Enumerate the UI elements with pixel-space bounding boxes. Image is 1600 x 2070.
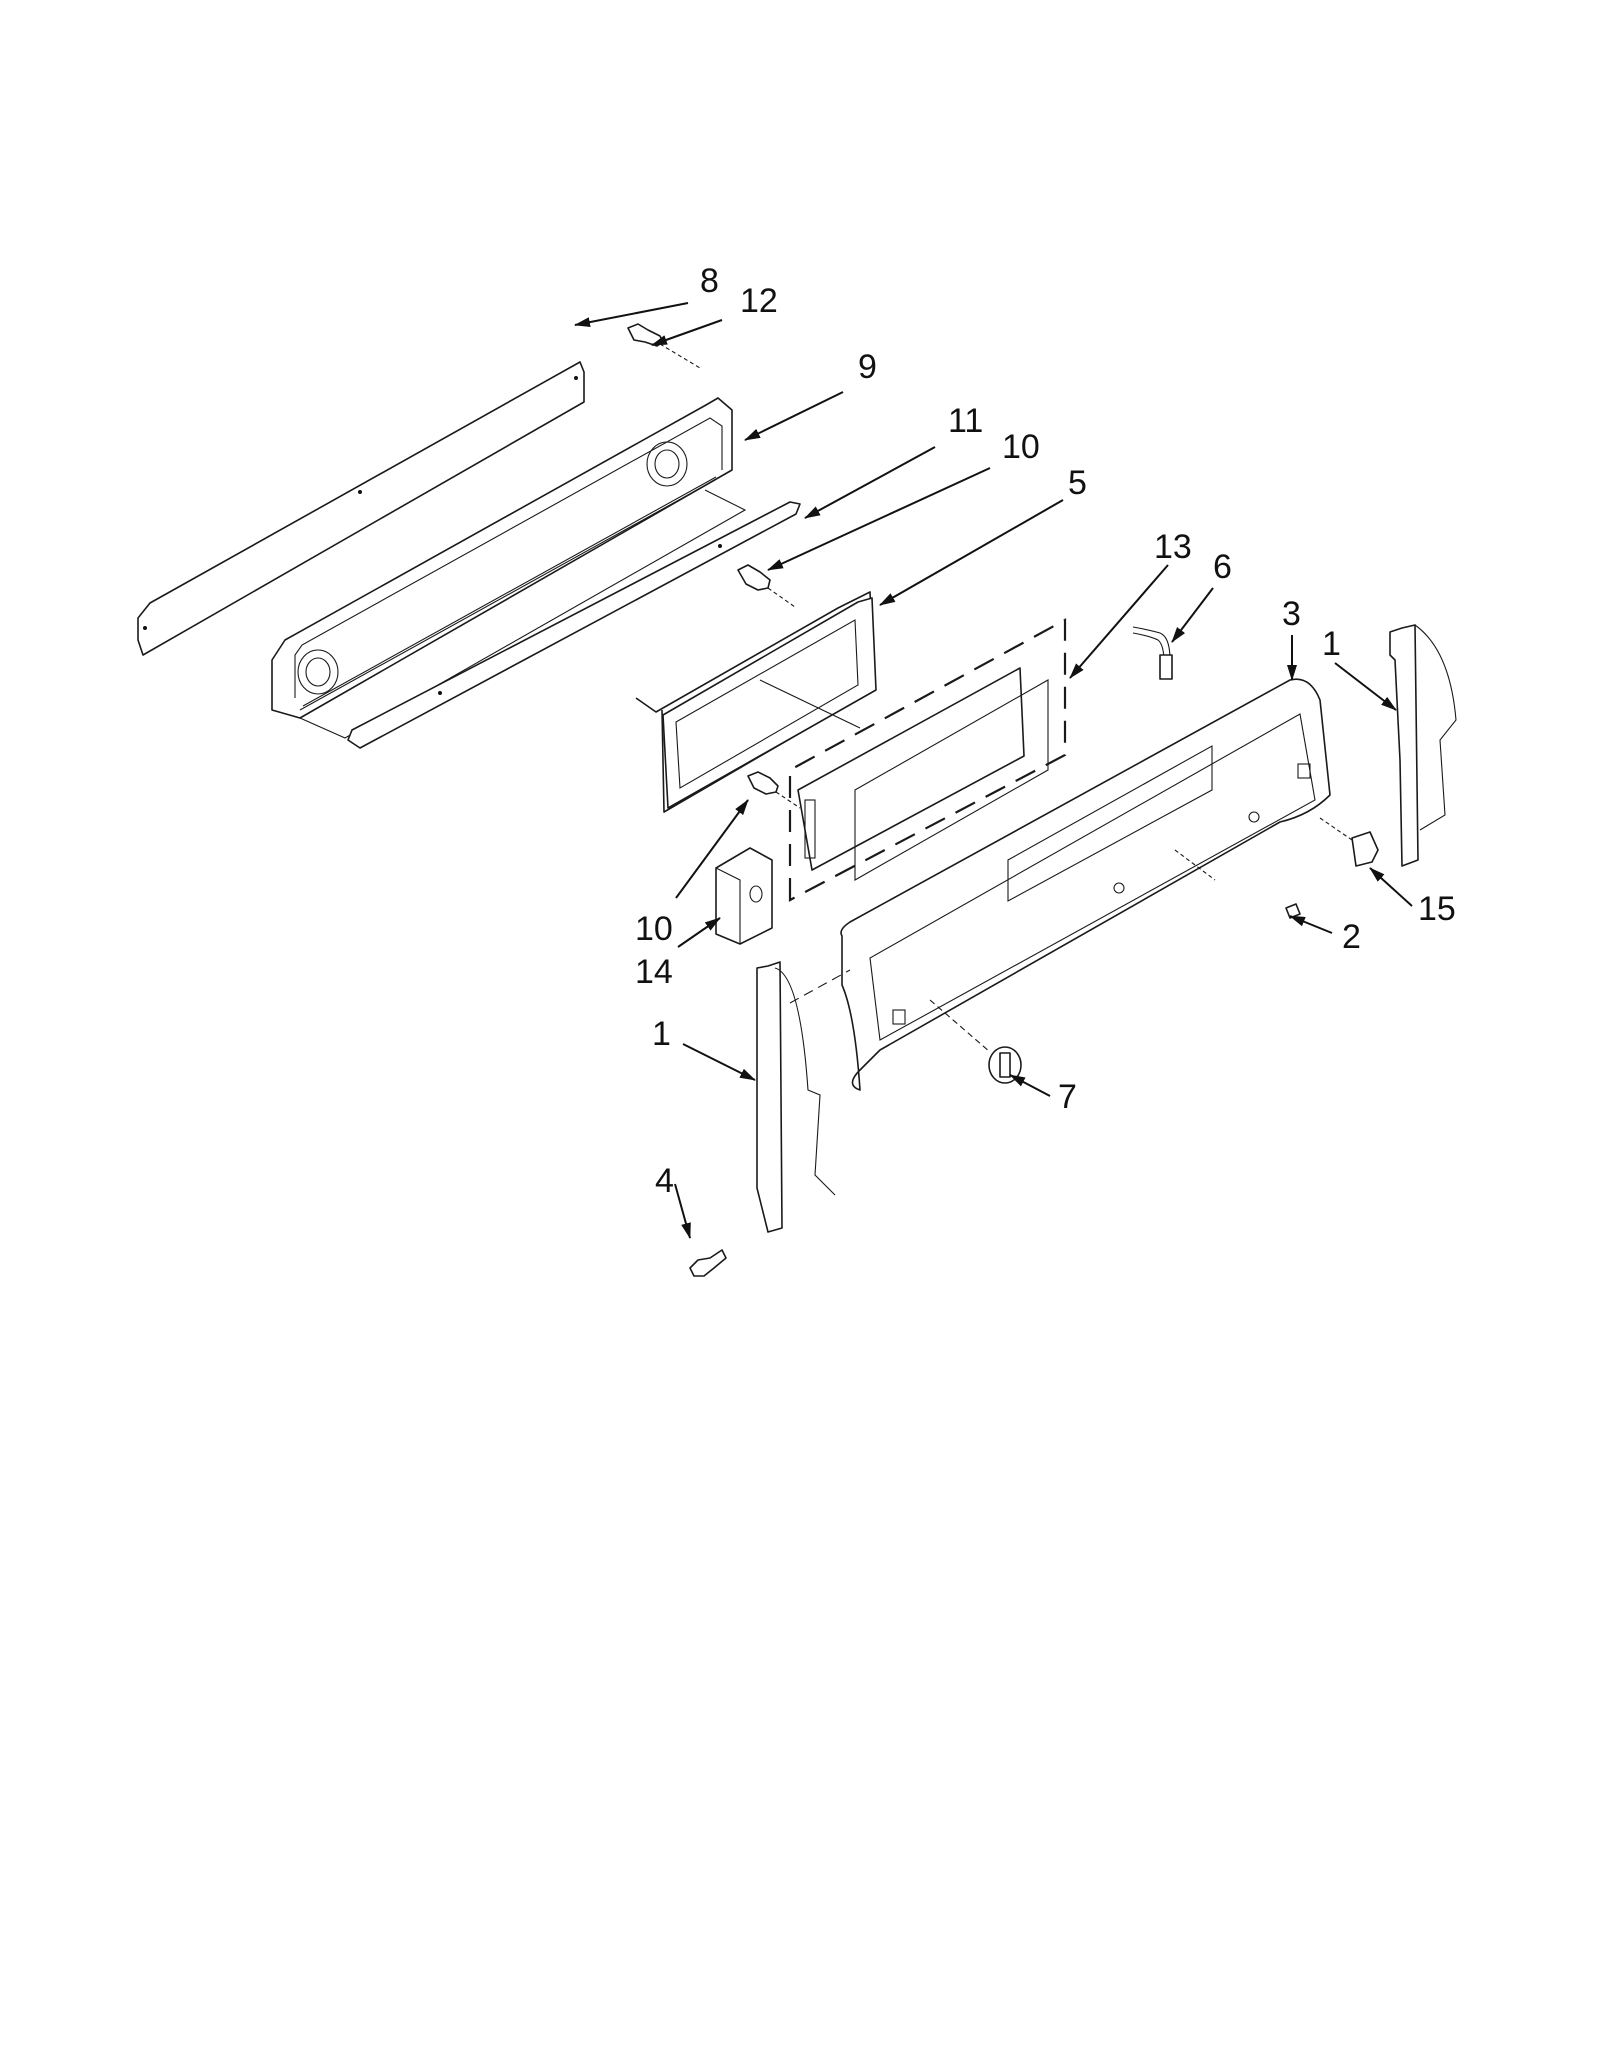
part-screw-10-upper[interactable] (737, 564, 796, 608)
callout-label: 10 (1002, 428, 1040, 466)
callout-10: 10 (635, 799, 749, 948)
callout-13: 13 (1069, 528, 1192, 679)
callout-label: 7 (1058, 1078, 1077, 1116)
arrow-icon (879, 499, 1064, 606)
callout-label: 9 (858, 348, 877, 386)
part-side-bracket-left[interactable] (756, 961, 851, 1233)
callout-1: 1 (652, 1015, 756, 1081)
callout-label: 11 (948, 402, 983, 440)
callout-label: 4 (655, 1162, 674, 1200)
arrow-icon (677, 917, 721, 948)
callout-2: 2 (1289, 915, 1361, 956)
part-rear-panel-strip[interactable] (137, 361, 585, 656)
callout-6: 6 (1171, 548, 1232, 643)
arrow-icon (1069, 564, 1169, 679)
part-rear-control-housing[interactable] (271, 397, 747, 739)
arrow-icon (675, 799, 749, 899)
callout-label: 14 (635, 953, 673, 991)
part-screw-4[interactable] (689, 1249, 727, 1277)
callout-label: 8 (700, 262, 719, 300)
arrow-icon (804, 446, 936, 519)
part-screw-2[interactable] (1285, 903, 1301, 919)
callout-label: 13 (1154, 528, 1192, 566)
arrow-icon (744, 391, 844, 441)
part-display-shield[interactable] (635, 591, 877, 813)
part-knob[interactable] (929, 999, 1022, 1084)
callout-8: 8 (574, 262, 719, 328)
arrow-icon (651, 319, 723, 346)
callout-label: 1 (1322, 625, 1341, 663)
arrow-icon (1009, 1074, 1051, 1097)
part-control-board[interactable] (788, 618, 1067, 902)
arrow-icon (1289, 915, 1333, 934)
part-screw-10-lower[interactable] (747, 771, 801, 809)
arrow-icon (767, 467, 991, 571)
callout-14: 14 (635, 917, 721, 991)
callout-label: 15 (1418, 890, 1456, 928)
callout-label: 2 (1342, 918, 1361, 956)
callout-15: 15 (1369, 867, 1456, 928)
arrow-icon (682, 1043, 756, 1081)
arrow-icon (674, 1183, 691, 1239)
callout-1: 1 (1322, 625, 1397, 711)
callout-4: 4 (655, 1162, 691, 1239)
callout-label: 6 (1213, 548, 1232, 586)
callout-12: 12 (651, 282, 778, 346)
callout-label: 3 (1282, 595, 1301, 633)
callout-9: 9 (744, 348, 877, 441)
callout-11: 11 (804, 402, 983, 519)
callout-label: 1 (652, 1015, 671, 1053)
part-wire-harness[interactable] (1132, 626, 1173, 680)
arrow-icon (1369, 867, 1413, 907)
part-screw-12[interactable] (627, 323, 701, 369)
part-rocker-switch[interactable] (1319, 817, 1379, 867)
arrow-icon (1334, 662, 1397, 711)
part-mounting-bracket[interactable] (347, 501, 801, 749)
callout-label: 10 (635, 910, 673, 948)
callout-7: 7 (1009, 1074, 1077, 1116)
callout-10: 10 (767, 428, 1040, 571)
part-infinite-switch[interactable] (715, 847, 773, 945)
arrow-icon (1171, 587, 1214, 643)
callout-5: 5 (879, 464, 1087, 606)
callout-label: 12 (740, 282, 778, 320)
arrow-icon (574, 302, 689, 328)
part-side-bracket-right[interactable] (1389, 624, 1457, 867)
callout-label: 5 (1068, 464, 1087, 502)
callout-3: 3 (1282, 595, 1301, 681)
